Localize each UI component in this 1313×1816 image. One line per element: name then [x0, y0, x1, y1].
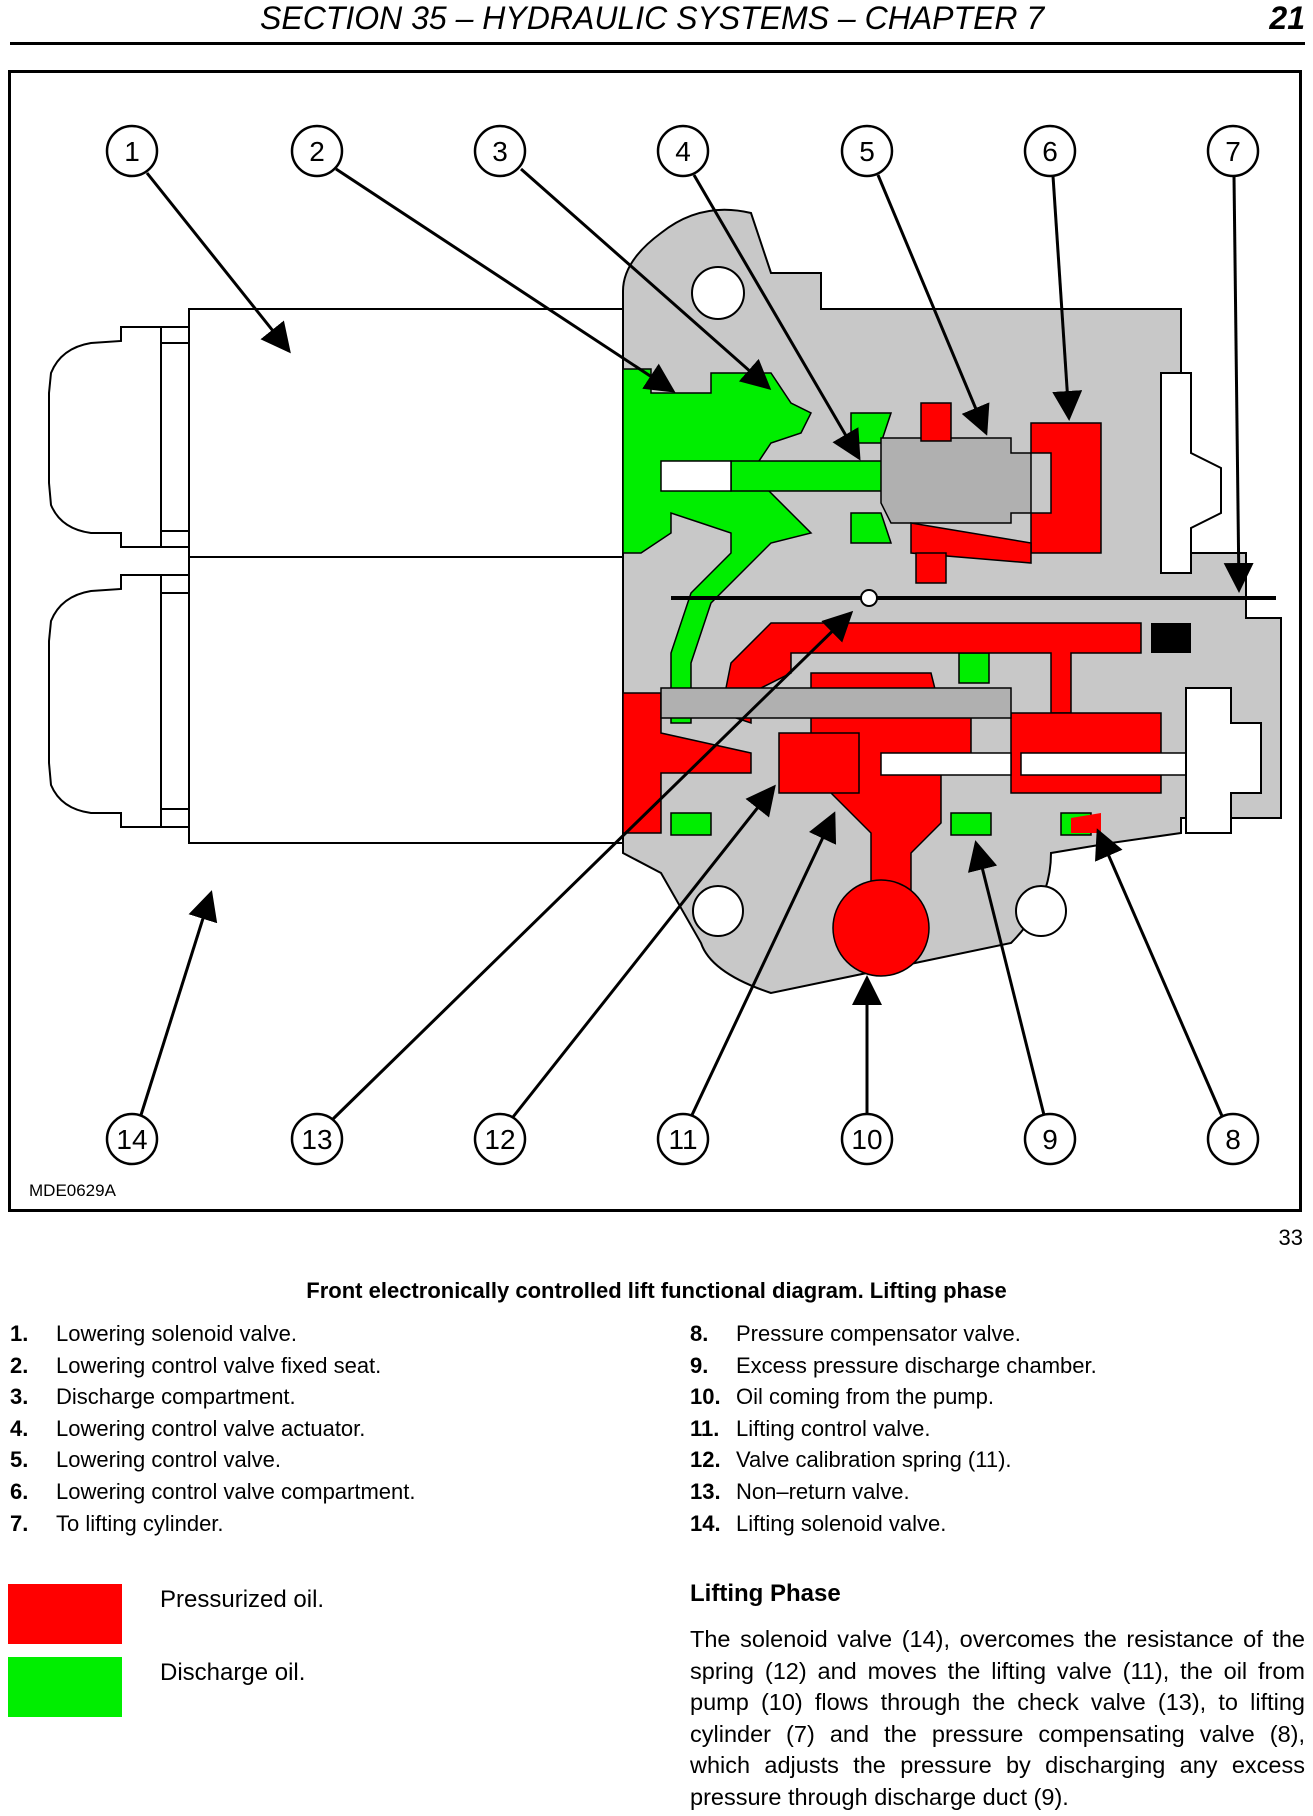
svg-text:4: 4: [675, 136, 691, 167]
list-item: 13.Non–return valve.: [690, 1478, 910, 1504]
callout-4: 4: [656, 124, 710, 178]
discharge-oil-swatch: [8, 1657, 122, 1717]
diagram-svg: 1 2 3 4 5 6 7 14 13 12 11 10 9 8: [29, 124, 1282, 1200]
callout-9: 9: [1023, 1112, 1077, 1166]
list-item: 10.Oil coming from the pump.: [690, 1384, 994, 1410]
legend-list-left: 1.Lowering solenoid valve. 2.Lowering co…: [10, 1318, 650, 1539]
section-title: SECTION 35 – HYDRAULIC SYSTEMS – CHAPTER…: [260, 0, 1045, 36]
list-item: 5.Lowering control valve.: [10, 1447, 282, 1473]
svg-text:14: 14: [116, 1124, 147, 1155]
callout-7: 7: [1206, 124, 1260, 178]
list-item: 4.Lowering control valve actuator.: [10, 1415, 366, 1441]
list-item: 14.Lifting solenoid valve.: [690, 1510, 947, 1536]
figure-caption: Front electronically controlled lift fun…: [306, 1278, 1007, 1303]
callout-1: 1: [105, 124, 159, 178]
lifting-solenoid-body: [48, 308, 624, 564]
pressurized-oil-region: [622, 402, 1162, 977]
svg-text:12: 12: [484, 1124, 515, 1155]
figure-number: 33: [1278, 1225, 1303, 1250]
callout-5: 5: [840, 124, 894, 178]
leader-lines: [139, 167, 1254, 1121]
callouts-bottom: 14 13 12 11 10 9 8: [105, 1112, 1260, 1166]
list-item: 3.Discharge compartment.: [10, 1384, 296, 1410]
mount-hole-top: [691, 266, 745, 320]
pressurized-oil-label: Pressurized oil.: [160, 1586, 325, 1613]
list-item: 11.Lifting control valve.: [690, 1415, 931, 1441]
callout-11: 11: [656, 1112, 710, 1166]
section-body: The solenoid valve (14), overcomes the r…: [690, 1626, 1305, 1810]
mount-hole-bottom-right: [1015, 885, 1067, 937]
list-item: 12.Valve calibration spring (11).: [690, 1447, 1012, 1473]
legend-list-right: 8.Pressure compensator valve. 9.Excess p…: [690, 1318, 1310, 1539]
svg-text:10: 10: [851, 1124, 882, 1155]
callout-14: 14: [105, 1112, 159, 1166]
list-item: 1.Lowering solenoid valve.: [10, 1321, 297, 1346]
svg-text:8: 8: [1225, 1124, 1241, 1155]
callout-3: 3: [473, 124, 527, 178]
page-header: SECTION 35 – HYDRAULIC SYSTEMS – CHAPTER…: [10, 0, 1305, 45]
lowering-solenoid-body: [48, 556, 624, 844]
callouts-top: 1 2 3 4 5 6 7: [105, 124, 1260, 178]
svg-text:6: 6: [1042, 136, 1058, 167]
discharge-oil-label: Discharge oil.: [160, 1659, 306, 1686]
svg-text:5: 5: [859, 136, 875, 167]
svg-text:1: 1: [124, 136, 140, 167]
svg-text:7: 7: [1225, 136, 1241, 167]
list-item: 9.Excess pressure discharge chamber.: [690, 1352, 1097, 1378]
list-item: 7.To lifting cylinder.: [10, 1510, 224, 1536]
callout-12: 12: [473, 1112, 527, 1166]
svg-text:2: 2: [309, 136, 325, 167]
svg-text:13: 13: [301, 1124, 332, 1155]
hydraulic-diagram: 1 2 3 4 5 6 7 14 13 12 11 10 9 8: [8, 70, 1302, 1212]
list-item: 8.Pressure compensator valve.: [690, 1321, 1021, 1346]
svg-text:11: 11: [668, 1124, 697, 1155]
list-item: 2.Lowering control valve fixed seat.: [10, 1352, 382, 1378]
page-number: 21: [1269, 0, 1305, 36]
pressurized-oil-swatch: [8, 1584, 122, 1644]
mount-hole-bottom-left: [692, 885, 744, 937]
section-heading: Lifting Phase: [690, 1580, 841, 1607]
callout-10: 10: [840, 1112, 894, 1166]
svg-text:9: 9: [1042, 1124, 1058, 1155]
reference-code: MDE0629A: [29, 1181, 117, 1200]
callout-8: 8: [1206, 1112, 1260, 1166]
svg-text:3: 3: [492, 136, 508, 167]
callout-6: 6: [1023, 124, 1077, 178]
list-item: 6.Lowering control valve compartment.: [10, 1478, 416, 1504]
callout-13: 13: [290, 1112, 344, 1166]
callout-2: 2: [290, 124, 344, 178]
valve-body: [622, 208, 1282, 995]
